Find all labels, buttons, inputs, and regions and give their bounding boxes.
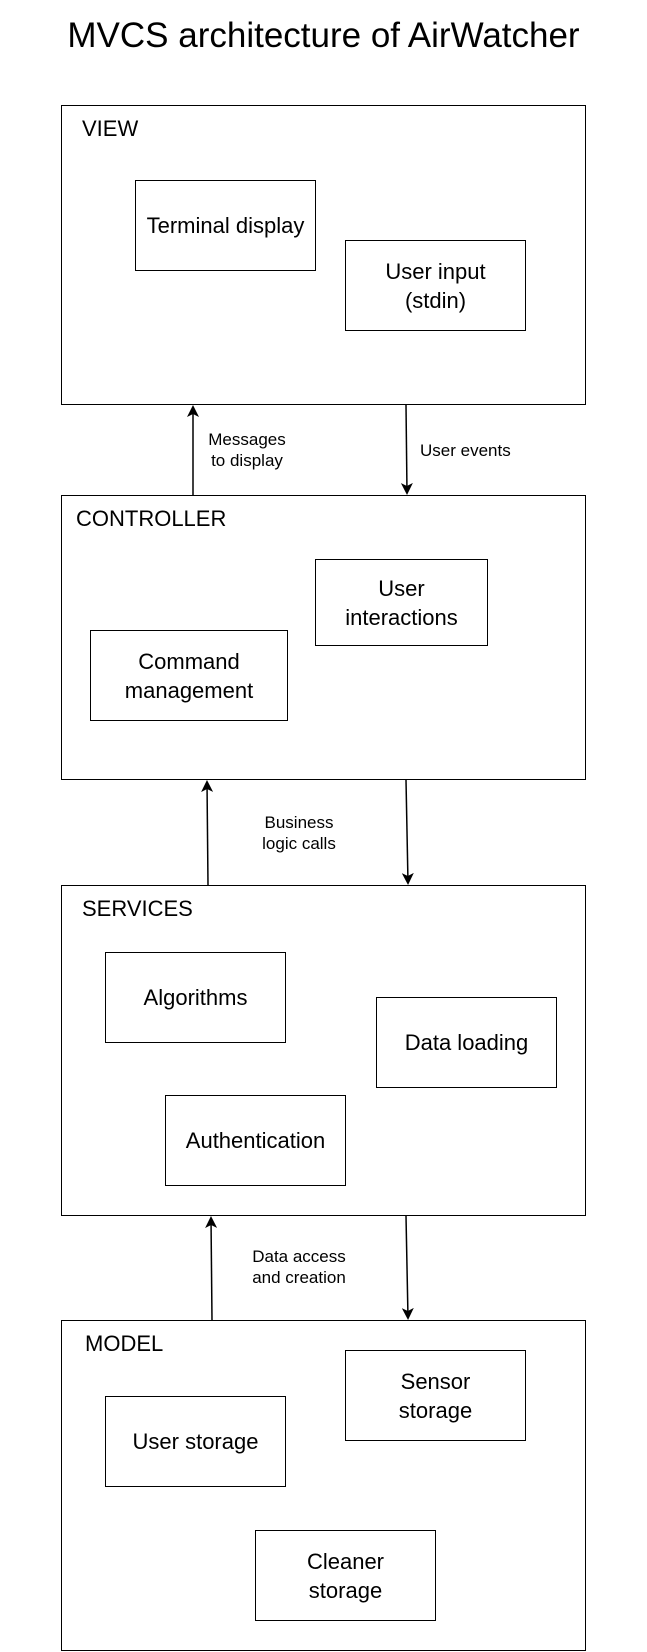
algorithms-box: Algorithms (105, 952, 286, 1043)
arrow-view-to-controller (400, 404, 413, 495)
data-loading-box: Data loading (376, 997, 557, 1088)
business-logic-calls-label: Business logic calls (262, 813, 336, 853)
user-storage-label: User storage (132, 1429, 259, 1454)
data-loading-label: Data loading (404, 1030, 529, 1055)
controller-layer (61, 495, 586, 780)
authentication-box: Authentication (165, 1095, 346, 1186)
sensor-storage-label: Sensor storage (398, 1368, 473, 1423)
data-access-and-creation-label: Data access and creation (252, 1247, 346, 1287)
services-layer-label: SERVICES (82, 896, 193, 921)
model-layer (61, 1320, 586, 1651)
sensor-storage-box: Sensor storage (345, 1350, 526, 1441)
arrow-controller-to-services (401, 779, 414, 885)
messages-to-display-label: Messages to display (208, 430, 286, 470)
diagram-title: MVCS architecture of AirWatcher (67, 16, 580, 55)
arrow-services-to-model (401, 1215, 414, 1320)
command-management-box: Command management (90, 630, 288, 721)
terminal-display-box: Terminal display (135, 180, 316, 271)
view-layer (61, 105, 586, 405)
user-events-label: User events (420, 441, 511, 460)
authentication-label: Authentication (185, 1128, 326, 1153)
user-input-label: User input (stdin) (385, 258, 486, 313)
services-layer (61, 885, 586, 1216)
user-input-box: User input (stdin) (345, 240, 526, 331)
arrow-model-to-services (205, 1216, 218, 1321)
user-interactions-box: User interactions (315, 559, 488, 646)
algorithms-label: Algorithms (143, 985, 248, 1010)
terminal-display-label: Terminal display (146, 213, 305, 238)
user-interactions-label: User interactions (345, 575, 458, 630)
model-layer-label: MODEL (85, 1331, 164, 1356)
cleaner-storage-box: Cleaner storage (255, 1530, 436, 1621)
user-storage-box: User storage (105, 1396, 286, 1487)
arrow-services-to-controller (201, 780, 214, 886)
view-layer-label: VIEW (82, 116, 139, 141)
controller-layer-label: CONTROLLER (76, 506, 227, 531)
cleaner-storage-label: Cleaner storage (306, 1548, 385, 1603)
command-management-label: Command management (124, 648, 254, 703)
